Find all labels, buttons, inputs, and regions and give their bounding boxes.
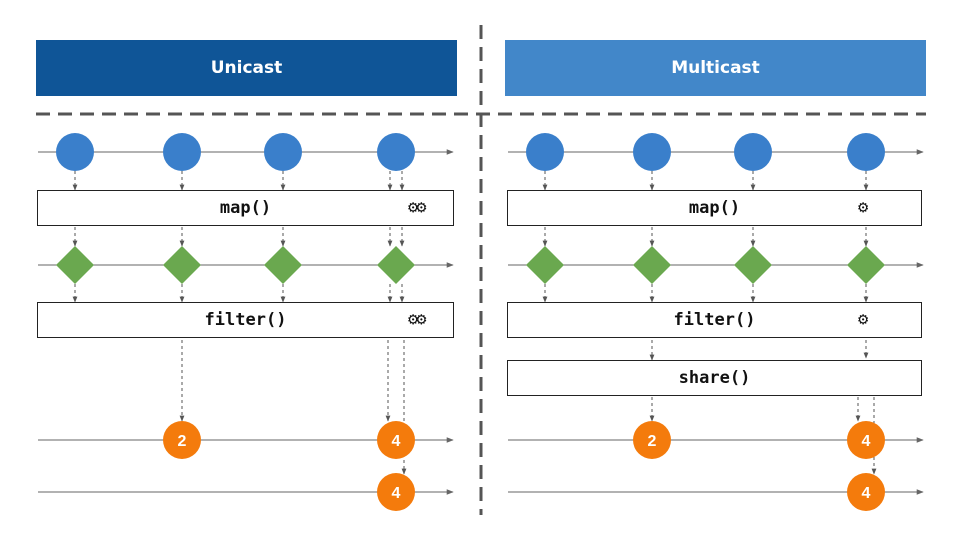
unicast-title: Unicast [210, 58, 283, 78]
output-event [847, 421, 885, 459]
output-label: 4 [862, 433, 871, 450]
multicast-map-box: map() ⚙ [507, 190, 922, 226]
source-event [377, 133, 415, 171]
source-event [633, 133, 671, 171]
source-event [56, 133, 94, 171]
output-event [633, 421, 671, 459]
output-event [163, 421, 201, 459]
multicast-header: Multicast [505, 40, 926, 96]
mapped-event [526, 246, 564, 284]
mapped-event [734, 246, 772, 284]
output-label: 2 [648, 433, 657, 450]
mapped-event [163, 246, 201, 284]
source-event [526, 133, 564, 171]
unicast-filter-box: filter() ⚙⚙ [37, 302, 454, 338]
mapped-event [633, 246, 671, 284]
gears-icon: ⚙⚙ [408, 309, 427, 330]
unicast-header: Unicast [36, 40, 457, 96]
output-event [847, 473, 885, 511]
operator-label: filter() [673, 310, 756, 330]
mapped-event [847, 246, 885, 284]
gear-icon: ⚙ [858, 197, 868, 218]
source-event [847, 133, 885, 171]
mapped-event [56, 246, 94, 284]
operator-label: map() [688, 198, 741, 218]
output-label: 4 [392, 485, 401, 502]
operator-label: share() [678, 368, 751, 388]
output-event [377, 421, 415, 459]
mapped-event [377, 246, 415, 284]
unicast-map-box: map() ⚙⚙ [37, 190, 454, 226]
mapped-event [264, 246, 302, 284]
multicast-title: Multicast [671, 58, 760, 78]
output-label: 4 [862, 485, 871, 502]
source-event [163, 133, 201, 171]
operator-label: map() [219, 198, 272, 218]
operator-label: filter() [204, 310, 287, 330]
gears-icon: ⚙⚙ [408, 197, 427, 218]
multicast-share-box: share() [507, 360, 922, 396]
source-event [264, 133, 302, 171]
output-event [377, 473, 415, 511]
output-label: 4 [392, 433, 401, 450]
source-event [734, 133, 772, 171]
gear-icon: ⚙ [858, 309, 868, 330]
multicast-filter-box: filter() ⚙ [507, 302, 922, 338]
output-label: 2 [178, 433, 187, 450]
